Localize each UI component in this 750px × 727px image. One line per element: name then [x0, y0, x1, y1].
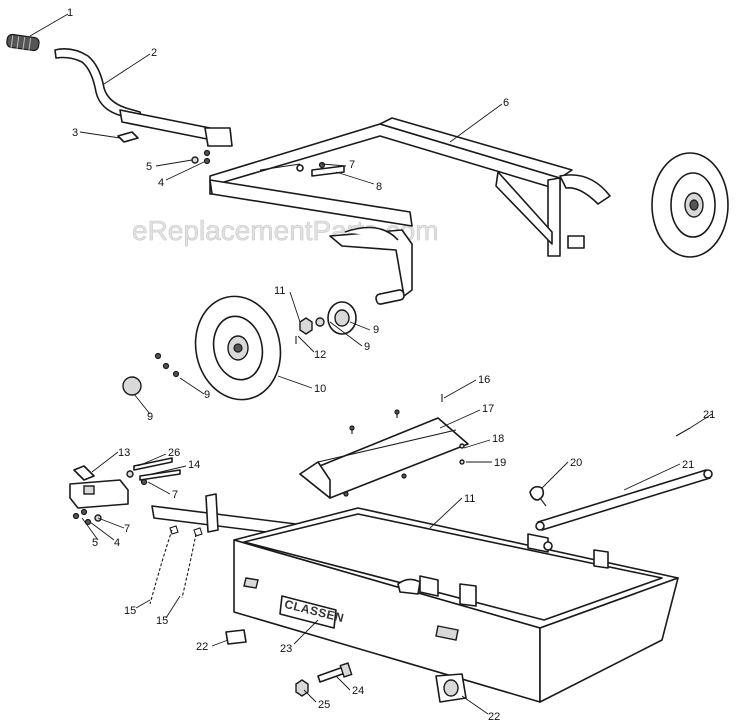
callout-1: 1 [67, 7, 73, 19]
callout-22: 22 [196, 641, 208, 653]
part-3-bracket [117, 131, 139, 143]
callout-9: 9 [373, 324, 379, 336]
part-24-25-bolt-nut [295, 662, 353, 697]
callout-10: 10 [314, 383, 326, 395]
callout-labels: 1 2 3 5 4 6 7 8 11 12 9 9 10 9 9 16 17 1… [67, 7, 715, 723]
callout-7: 7 [349, 159, 355, 171]
callout-9c: 9 [204, 389, 210, 401]
callout-17: 17 [482, 403, 494, 415]
callout-15: 15 [124, 605, 136, 617]
callout-7b: 7 [172, 489, 178, 501]
part-23-tray: CLASSEN [233, 507, 679, 703]
callout-2: 2 [151, 47, 157, 59]
callout-15b: 15 [156, 615, 168, 627]
callout-6: 6 [503, 97, 509, 109]
callout-19: 19 [494, 457, 506, 469]
callout-4: 4 [158, 177, 164, 189]
callout-18: 18 [492, 433, 504, 445]
part-4-5-hardware-upper [191, 149, 211, 165]
callout-14: 14 [188, 459, 200, 471]
callout-22b: 22 [488, 711, 500, 723]
callout-11b: 11 [464, 493, 475, 505]
part-2-handle-tube [54, 48, 233, 147]
part-20-pin [529, 485, 547, 507]
callout-4b: 4 [114, 537, 120, 549]
callout-25: 25 [318, 699, 330, 711]
callout-16: 16 [478, 374, 490, 386]
callout-21: 21 [703, 409, 715, 421]
callout-3: 3 [72, 127, 78, 139]
part-11-12-nut-pin [295, 317, 313, 344]
callout-8: 8 [376, 181, 382, 193]
callout-21b: 21 [682, 459, 694, 471]
part-22-brackets [225, 629, 467, 703]
part-1-handle-grip [6, 33, 40, 52]
part-10-wheel [194, 295, 282, 401]
callout-5b: 5 [92, 537, 98, 549]
part-21-rod [535, 427, 713, 531]
callout-13: 13 [118, 447, 130, 459]
callout-5: 5 [146, 161, 152, 173]
callout-11: 11 [274, 285, 285, 297]
wheel-right [651, 152, 729, 258]
callout-26: 26 [168, 447, 180, 459]
callout-23: 23 [280, 643, 292, 655]
callout-9b: 9 [364, 341, 370, 353]
callout-24: 24 [352, 685, 364, 697]
callout-9d: 9 [147, 411, 153, 423]
part-6-frame [209, 117, 611, 305]
callout-20: 20 [570, 457, 582, 469]
part-17-shield [299, 394, 469, 499]
callout-7c: 7 [124, 523, 130, 535]
callout-12: 12 [314, 349, 326, 361]
part-15-chains [149, 525, 203, 605]
leader-lines [29, 13, 713, 715]
